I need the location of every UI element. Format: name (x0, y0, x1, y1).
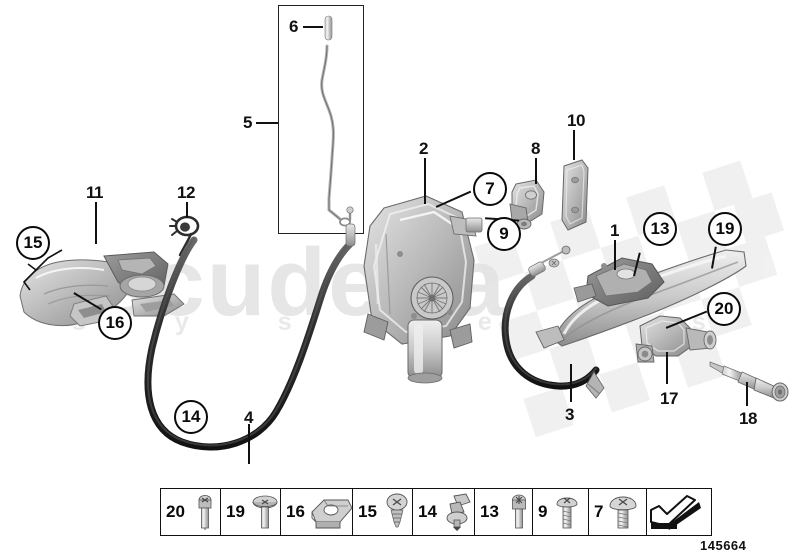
legend-number-15: 15 (358, 502, 377, 521)
leader-18 (746, 382, 748, 406)
legend-number-13: 13 (480, 502, 499, 521)
part-actuation-cable (501, 245, 605, 399)
diagram-part-number: 145664 (700, 538, 747, 553)
screw-oval-head-icon (606, 492, 640, 532)
leader-4 (248, 424, 250, 464)
legend-item-16: 16 (281, 489, 353, 535)
leader-12 (186, 202, 188, 218)
leader-3 (570, 364, 572, 402)
legend-number-14: 14 (418, 502, 437, 521)
legend-number-16: 16 (286, 502, 305, 521)
legend-item-20: 20 (161, 489, 221, 535)
spring-nut-clip-icon (308, 492, 354, 532)
part-bowden-cable (144, 206, 356, 451)
callout-circle-7: 7 (473, 172, 507, 206)
callout-3: 3 (565, 405, 574, 424)
leader-8 (535, 158, 537, 184)
screw-socket-head-icon (188, 492, 222, 532)
screw-self-tapping-icon (380, 492, 414, 532)
callout-circle-9: 9 (487, 217, 521, 251)
legend-item-15: 15 (353, 489, 413, 535)
screw-fillister-icon (550, 492, 584, 532)
cable-clamp-icon (440, 492, 478, 532)
legend-item-7: 7 (589, 489, 647, 535)
fastener-legend: 20 19 (160, 488, 712, 536)
callout-11: 11 (86, 183, 103, 202)
callout-circle-19: 19 (708, 212, 742, 246)
leader-5 (256, 122, 278, 124)
callout-circle-13: 13 (643, 212, 677, 246)
callout-5: 5 (243, 113, 252, 132)
legend-item-9: 9 (533, 489, 589, 535)
direction-arrow-icon (647, 492, 705, 532)
legend-number-20: 20 (166, 502, 185, 521)
callout-17: 17 (660, 389, 678, 408)
legend-number-7: 7 (594, 502, 604, 521)
callout-12: 12 (177, 183, 195, 202)
screw-flange-head-icon (248, 492, 282, 532)
legend-number-9: 9 (538, 502, 548, 521)
callout-circle-20: 20 (707, 292, 741, 326)
part-striker-catch (509, 179, 545, 230)
callout-circle-14: 14 (174, 400, 208, 434)
callout-circle-15: 15 (16, 226, 50, 260)
leader-6 (303, 26, 323, 28)
callout-8: 8 (531, 139, 540, 158)
legend-item-14: 14 (413, 489, 475, 535)
leader-1 (614, 240, 616, 270)
leader-17 (666, 352, 668, 384)
callout-2: 2 (419, 139, 428, 158)
part-spacer-plate (561, 159, 589, 231)
callout-4: 4 (244, 408, 253, 427)
part-cable-grommet (169, 215, 200, 257)
callout-18: 18 (739, 409, 757, 428)
leader-2 (424, 158, 426, 204)
leader-11 (95, 202, 97, 244)
callout-6: 6 (289, 17, 298, 36)
legend-item-direction (647, 489, 711, 535)
part-door-lock-actuator (363, 195, 483, 384)
part-lock-rod (320, 44, 351, 227)
part-lock-cylinder-housing (635, 315, 717, 363)
part-small-screw-detail (548, 258, 560, 268)
leader-10 (573, 130, 575, 160)
callout-circle-16: 16 (98, 306, 132, 340)
legend-item-13: 13 (475, 489, 533, 535)
callout-1: 1 (610, 221, 619, 240)
callout-10: 10 (567, 111, 585, 130)
part-lock-knob (324, 15, 333, 41)
bolt-torx-icon (502, 492, 536, 532)
leader-15-bracket (22, 249, 63, 291)
part-outer-door-handle (535, 249, 747, 349)
legend-item-19: 19 (221, 489, 281, 535)
legend-number-19: 19 (226, 502, 245, 521)
group-box-rod-assembly (278, 5, 364, 234)
part-lock-cylinder (709, 361, 789, 402)
